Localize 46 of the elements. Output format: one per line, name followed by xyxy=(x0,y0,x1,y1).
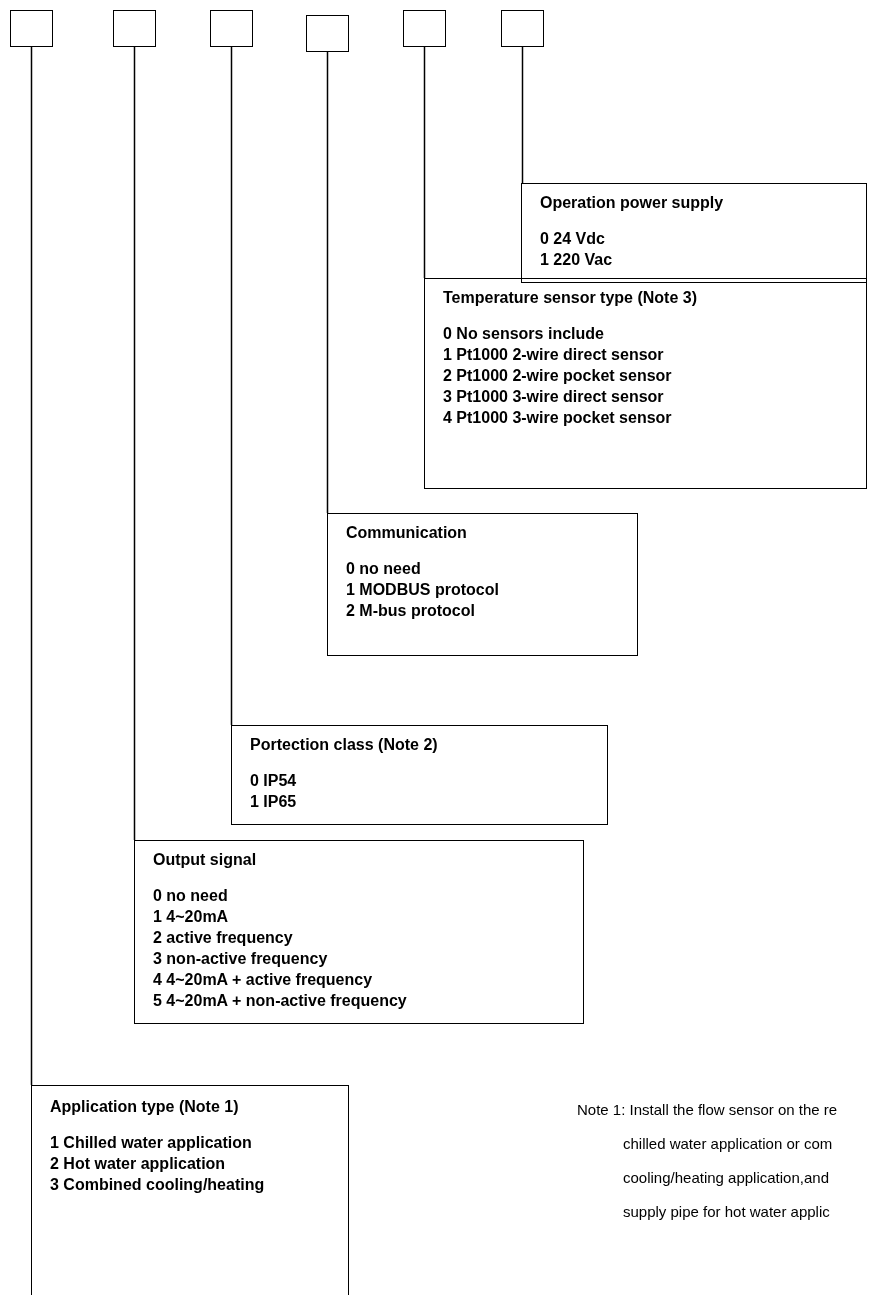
option-item: 1 4~20mA xyxy=(153,907,230,927)
option-box xyxy=(231,725,608,825)
option-item: 0 no need xyxy=(153,886,229,906)
option-item: 0 24 Vdc xyxy=(540,229,606,249)
option-item: 4 Pt1000 3-wire pocket sensor xyxy=(443,408,673,428)
option-box xyxy=(31,1085,349,1295)
connector-line xyxy=(326,51,329,514)
option-item: 2 Hot water application xyxy=(50,1154,227,1174)
option-item: 4 4~20mA + active frequency xyxy=(153,970,374,990)
code-digit-box xyxy=(210,10,253,47)
option-item: 3 non-active frequency xyxy=(153,949,329,969)
option-item: 1 IP65 xyxy=(250,792,298,812)
option-item: 2 M-bus protocol xyxy=(346,601,476,621)
box-heading: Portection class (Note 2) xyxy=(250,736,439,754)
option-item: 0 no need xyxy=(346,559,422,579)
code-digit-box xyxy=(501,10,544,47)
option-item: 0 IP54 xyxy=(250,771,298,791)
option-item: 0 No sensors include xyxy=(443,324,605,344)
option-item: 3 Combined cooling/heating xyxy=(50,1175,266,1195)
option-box xyxy=(424,278,867,489)
code-digit-box xyxy=(113,10,156,47)
box-heading: Output signal xyxy=(153,851,258,869)
box-heading: Communication xyxy=(346,524,468,542)
code-digit-box xyxy=(403,10,446,47)
connector-line xyxy=(521,46,524,184)
box-heading: Application type (Note 1) xyxy=(50,1098,240,1116)
connector-line xyxy=(230,46,233,726)
code-digit-box xyxy=(306,15,349,52)
box-heading: Temperature sensor type (Note 3) xyxy=(443,289,698,307)
option-box xyxy=(521,183,867,283)
option-item: 1 220 Vac xyxy=(540,250,614,270)
box-heading: Operation power supply xyxy=(540,194,725,212)
option-item: 1 Pt1000 2-wire direct sensor xyxy=(443,345,665,365)
connector-line xyxy=(133,46,136,841)
option-item: 1 MODBUS protocol xyxy=(346,580,500,600)
option-item: 5 4~20mA + non-active frequency xyxy=(153,991,408,1011)
code-digit-box xyxy=(10,10,53,47)
option-box xyxy=(327,513,638,656)
option-item: 3 Pt1000 3-wire direct sensor xyxy=(443,387,665,407)
connector-line xyxy=(30,46,33,1086)
option-box xyxy=(134,840,584,1024)
option-item: 1 Chilled water application xyxy=(50,1133,253,1153)
note-text: Note 1: Install the flow sensor on the re chilled water application or com cooling/heating application,and supply pipe for hot water applic xyxy=(577,1100,839,1222)
option-item: 2 active frequency xyxy=(153,928,294,948)
option-item: 2 Pt1000 2-wire pocket sensor xyxy=(443,366,673,386)
connector-line xyxy=(423,46,426,279)
